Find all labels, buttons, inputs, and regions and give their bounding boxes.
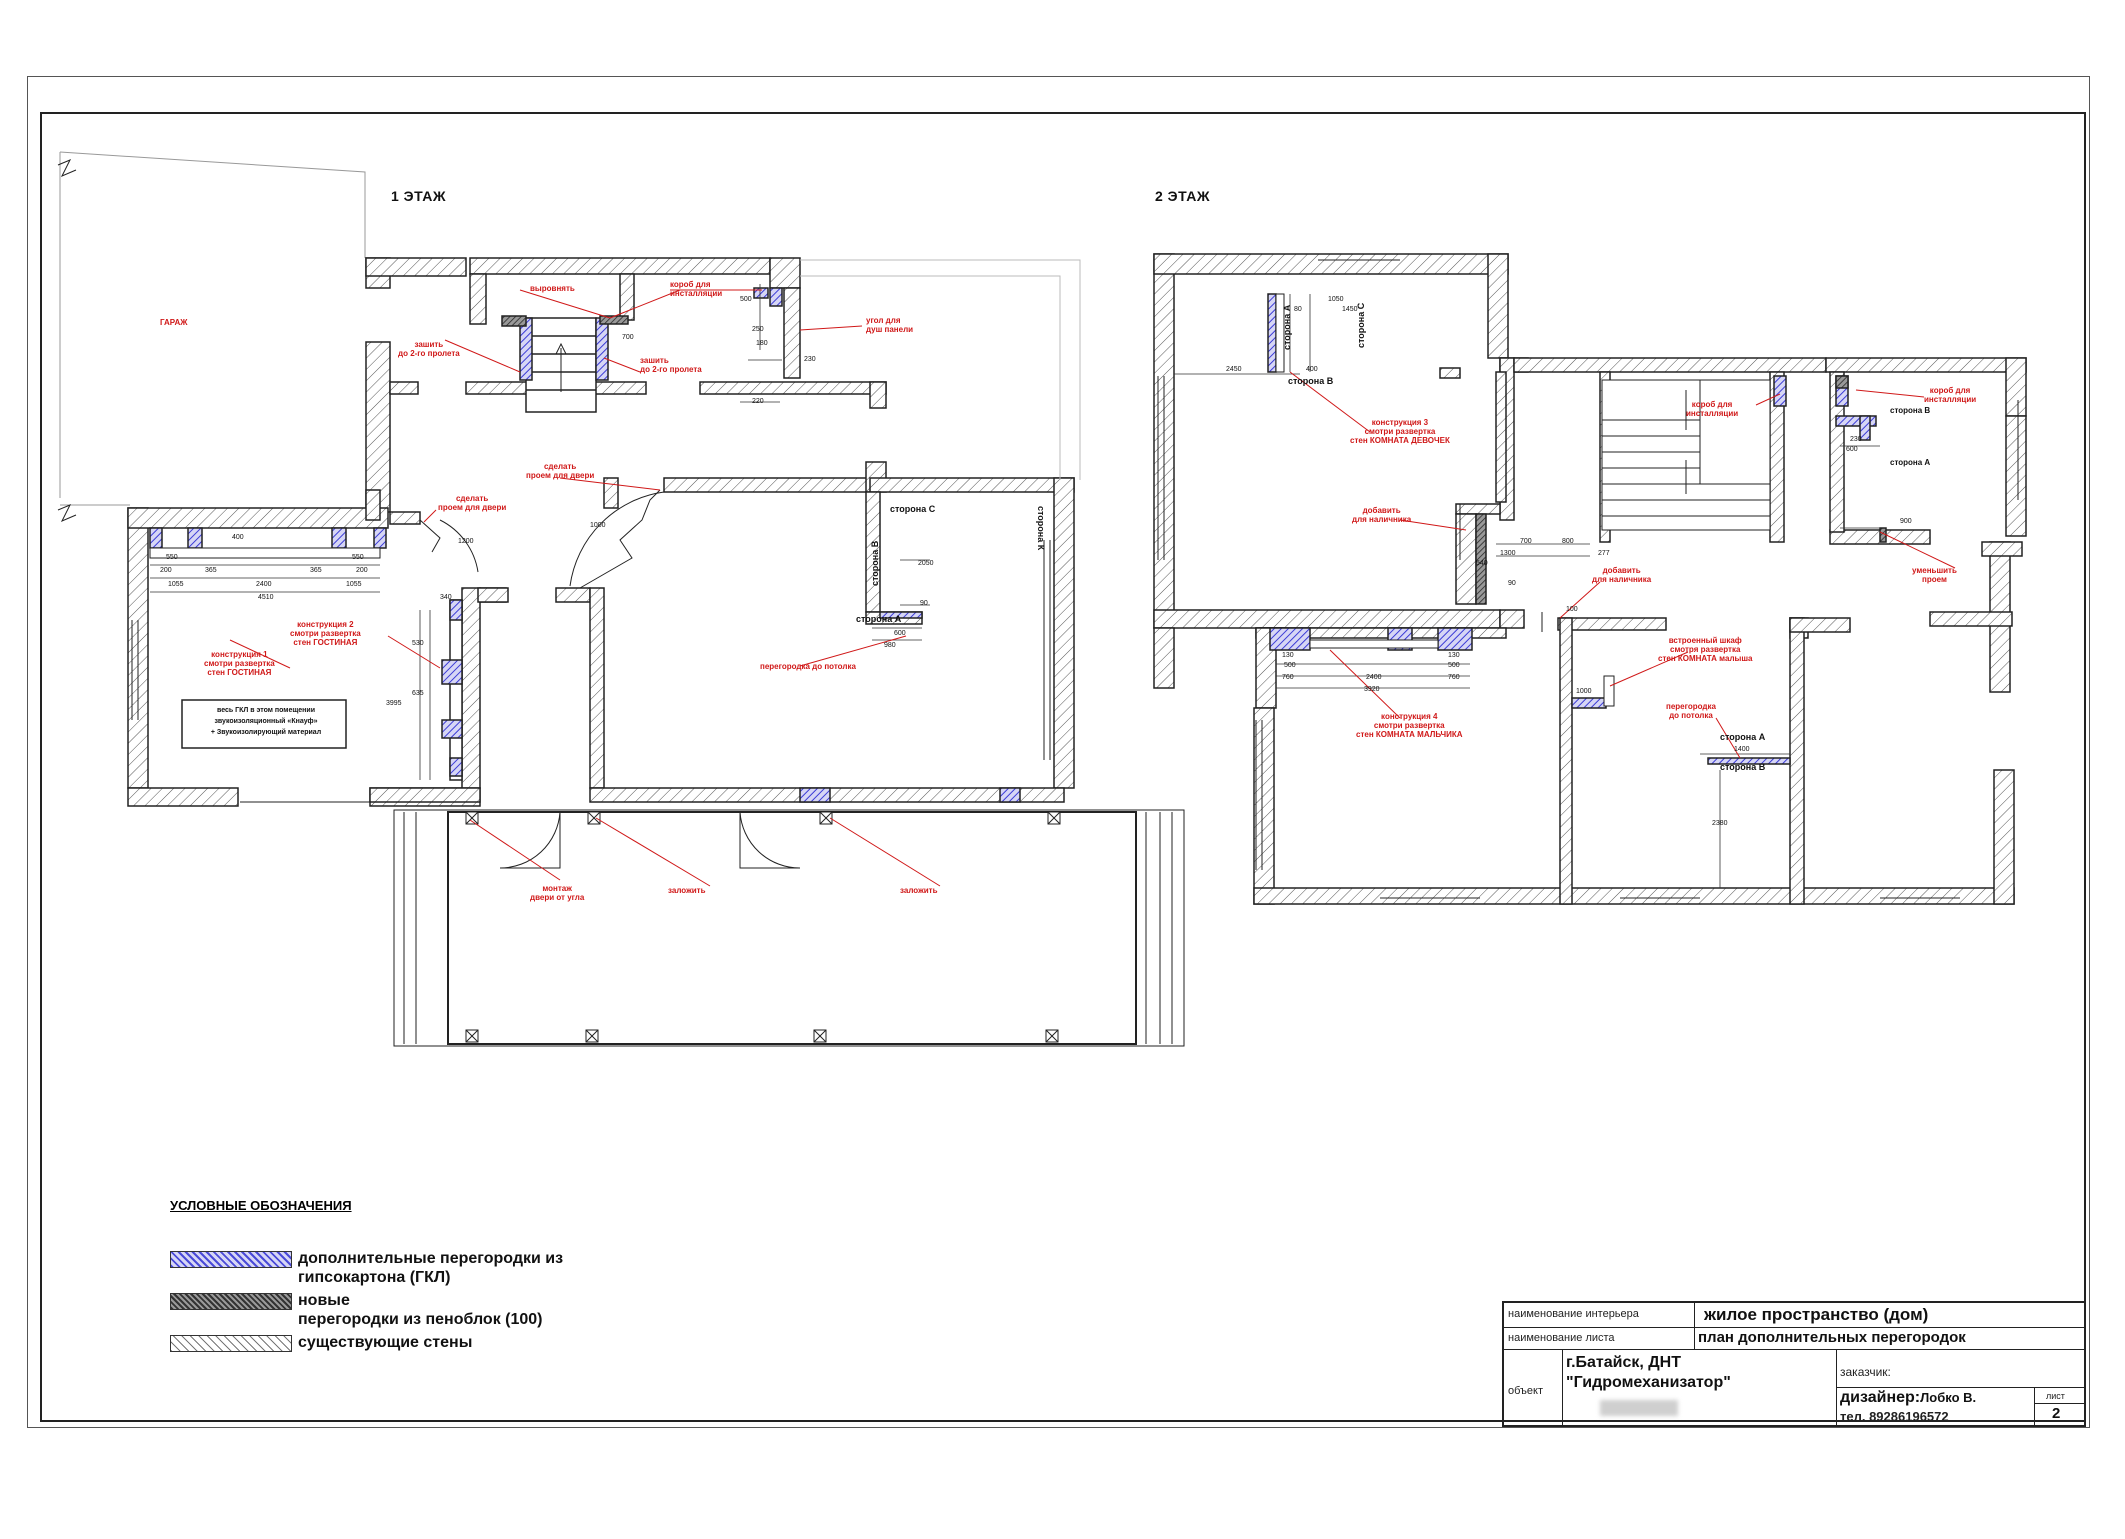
tb-object-value: г.Батайск, ДНТ"Гидромеханизатор": [1566, 1354, 1731, 1391]
foam-swatch: [170, 1293, 292, 1310]
tb-interior-label: наименование интерьера: [1508, 1308, 1639, 1320]
tb-sheet-value: план дополнительных перегородок: [1698, 1329, 1966, 1346]
outer-frame: [27, 76, 2090, 1428]
floor-2-title: 2 ЭТАЖ: [1155, 188, 1211, 204]
tb-list-label: лист: [2046, 1391, 2065, 1401]
tb-sheet-label: наименование листа: [1508, 1332, 1615, 1344]
annotation-leaders: [229, 289, 1956, 887]
redacted-text: [1600, 1400, 1678, 1416]
tb-interior-value: жилое пространство (дом): [1704, 1305, 1929, 1324]
legend: УСЛОВНЫЕ ОБОЗНАЧЕНИЯ дополнительные пере…: [170, 1198, 650, 1356]
tb-list-value: 2: [2052, 1405, 2061, 1422]
title-block: наименование интерьера жилое пространств…: [1502, 1301, 2086, 1427]
gkl-swatch: [170, 1251, 292, 1268]
tb-customer-label: заказчик:: [1840, 1365, 1891, 1379]
floor-1-title: 1 ЭТАЖ: [391, 188, 447, 204]
existing-wall-swatch: [170, 1335, 292, 1352]
floor-1-plan: [57, 151, 1185, 1047]
tb-designer: дизайнер:Лобко В.: [1840, 1389, 1977, 1406]
inner-frame: [40, 112, 2086, 1422]
legend-title: УСЛОВНЫЕ ОБОЗНАЧЕНИЯ: [170, 1198, 352, 1213]
legend-item-existing: существующие стены: [170, 1333, 650, 1352]
tb-object-label: объект: [1508, 1385, 1544, 1397]
floor-2-plan: [1153, 253, 2027, 905]
tb-phone: тел. 89286196572: [1840, 1409, 1949, 1424]
